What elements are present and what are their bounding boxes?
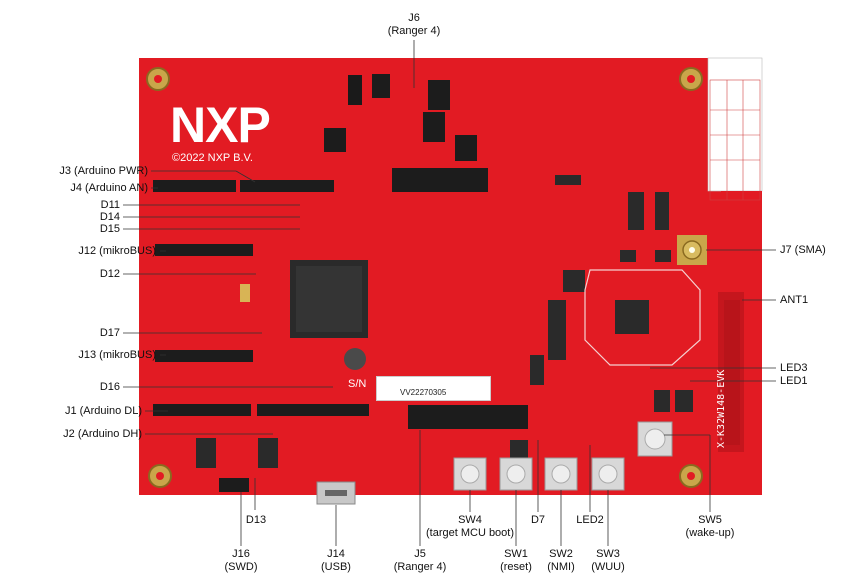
label-led3: LED3 (780, 362, 808, 374)
swd-header (219, 478, 249, 492)
board-model: X-K32W148-EVK (716, 369, 727, 448)
usb-connector (316, 481, 356, 505)
label-j13: J13 (mikroBUS) (78, 349, 156, 361)
label-j1: J1 (Arduino DL) (64, 405, 142, 417)
label-j14: J14 (USB) (306, 548, 366, 574)
header-j6 (392, 168, 488, 192)
label-sw2: SW2 (NMI) (541, 548, 581, 574)
label-j5: J5 (Ranger 4) (385, 548, 455, 574)
jumper-table (709, 79, 761, 201)
label-j6: J6 (Ranger 4) (384, 12, 444, 38)
label-sw1-desc: (reset) (500, 561, 532, 573)
label-sw3-desc: (WUU) (591, 561, 625, 573)
label-sw5-desc: (wake-up) (685, 527, 735, 539)
label-d11: D11 (100, 199, 120, 211)
top-jumpers (324, 74, 477, 161)
label-j16-name: J16 (232, 548, 250, 560)
serial-number: VV22270305 (400, 388, 447, 397)
label-d17: D17 (99, 327, 120, 339)
header-j3 (240, 180, 334, 192)
label-sw3: SW3 (WUU) (588, 548, 628, 574)
label-d16: D16 (99, 381, 120, 393)
serial-label (376, 376, 491, 401)
label-j3: J3 (Arduino PWR) (59, 165, 148, 177)
label-d7: D7 (530, 514, 546, 526)
label-j5-name: J5 (414, 548, 426, 560)
label-ant1: ANT1 (780, 294, 809, 306)
header-j1 (153, 404, 369, 416)
main-mcu-chip (290, 260, 368, 338)
label-j16-desc: (SWD) (224, 561, 258, 573)
label-sw2-desc: (NMI) (547, 561, 575, 573)
label-d12: D12 (99, 268, 120, 280)
antenna-trace (724, 300, 740, 445)
label-sw2-name: SW2 (549, 548, 573, 560)
copyright-text: ©2022 NXP B.V. (172, 152, 253, 164)
label-sw1: SW1 (reset) (496, 548, 536, 574)
label-d14: D14 (99, 211, 120, 223)
label-led2: LED2 (576, 514, 604, 526)
label-sw4-name: SW4 (458, 514, 482, 526)
label-j14-desc: (USB) (321, 561, 351, 573)
label-j16: J16 (SWD) (211, 548, 271, 574)
header-j13 (155, 350, 253, 362)
label-sw3-name: SW3 (596, 548, 620, 560)
header-j4 (153, 180, 236, 192)
label-d15: D15 (99, 223, 120, 235)
label-sw5-name: SW5 (698, 514, 722, 526)
label-sw1-name: SW1 (504, 548, 528, 560)
leader-lines (123, 40, 776, 546)
label-led1: LED1 (780, 375, 808, 387)
label-j4: J4 (Arduino AN) (70, 182, 148, 194)
label-sw4-desc: (target MCU boot) (425, 527, 515, 539)
label-sw5: SW5 (wake-up) (680, 514, 740, 540)
label-sw4: SW4 (target MCU boot) (420, 514, 520, 540)
rf-area-outline (584, 269, 701, 366)
label-j5-desc: (Ranger 4) (393, 561, 447, 573)
mounting-holes (146, 67, 703, 488)
sma-connector (677, 235, 707, 265)
nxp-logo: NXP (170, 97, 271, 153)
serial-prefix: S/N (348, 378, 367, 390)
label-j7: J7 (SMA) (780, 244, 826, 256)
header-j12 (155, 244, 253, 256)
push-buttons (453, 421, 673, 491)
components (196, 175, 693, 468)
label-j2: J2 (Arduino DH) (63, 428, 142, 440)
label-j12: J12 (mikroBUS) (78, 245, 156, 257)
label-d13: D13 (245, 514, 267, 526)
header-j5 (408, 405, 528, 429)
label-j14-name: J14 (327, 548, 345, 560)
label-j6-desc: (Ranger 4) (387, 25, 441, 37)
label-j6-name: J6 (408, 12, 420, 24)
